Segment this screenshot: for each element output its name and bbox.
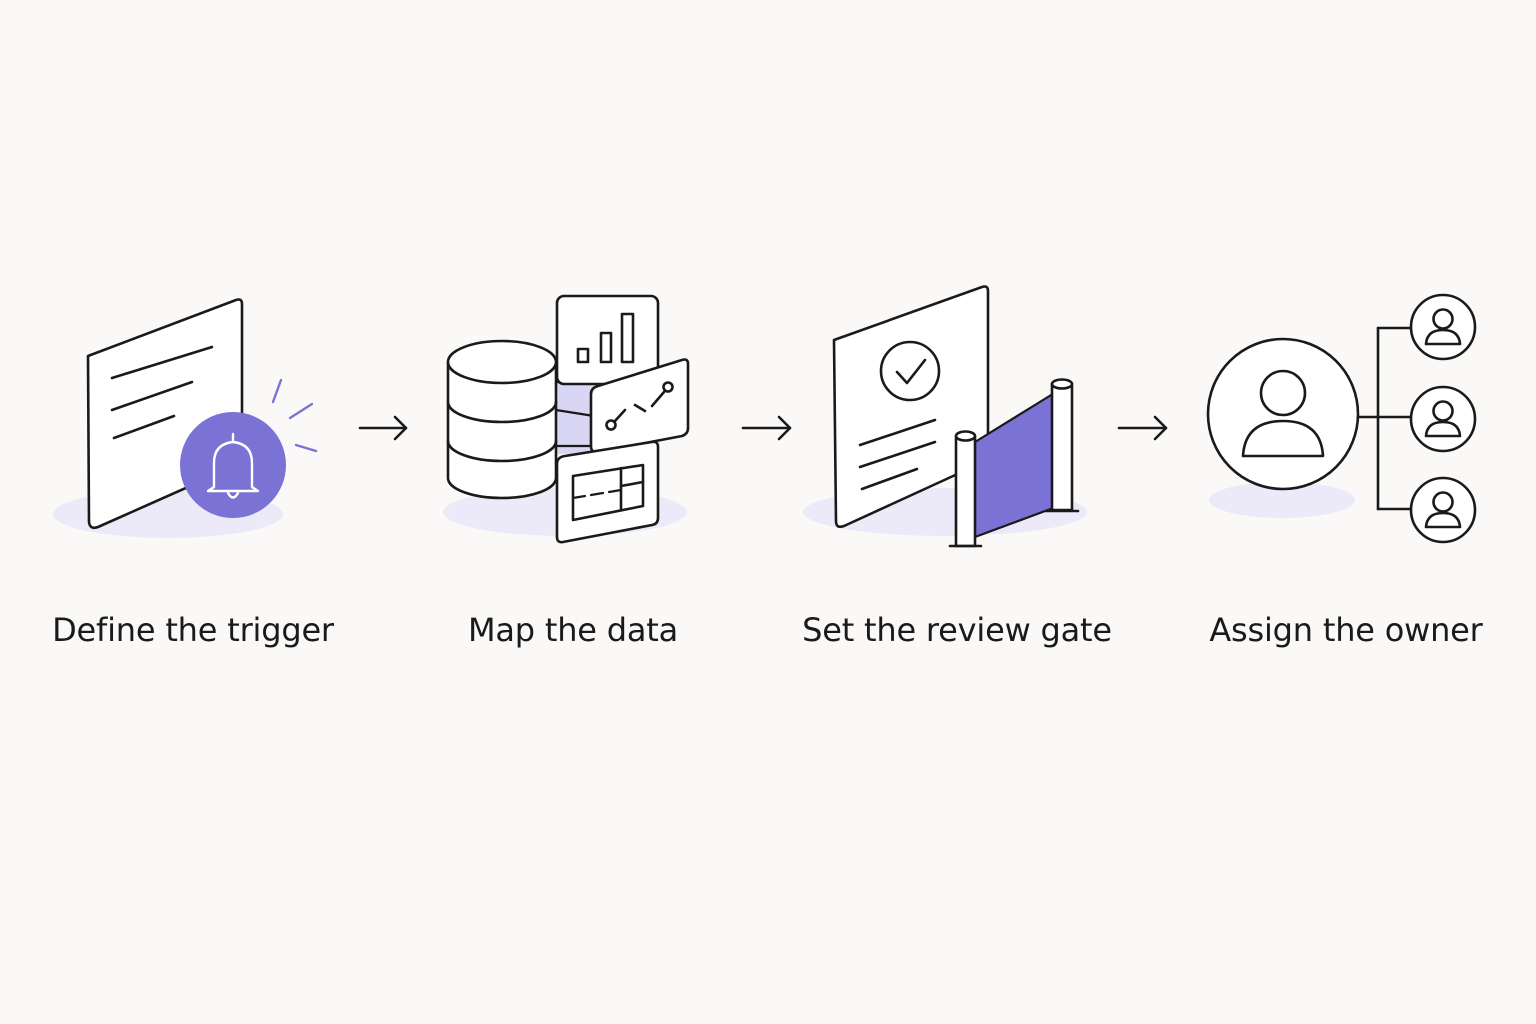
bell-icon bbox=[180, 412, 286, 518]
arrow-right-icon bbox=[741, 415, 792, 441]
team-member-avatar-icon bbox=[1409, 476, 1477, 544]
tree-connector-lines bbox=[1356, 326, 1412, 511]
arrow-right-icon bbox=[1117, 415, 1168, 441]
step-4-illustration bbox=[1206, 293, 1477, 544]
step-2-illustration bbox=[443, 294, 690, 544]
step-3-illustration bbox=[803, 285, 1087, 548]
step-1-illustration bbox=[53, 298, 318, 538]
step-2-label: Map the data bbox=[467, 611, 679, 649]
team-member-avatar-icon bbox=[1409, 385, 1477, 453]
review-gate-icon bbox=[948, 378, 1080, 548]
line-chart-card-icon bbox=[589, 358, 690, 454]
arrow-right-icon bbox=[358, 415, 408, 441]
table-card-icon bbox=[555, 440, 660, 544]
database-icon bbox=[446, 339, 558, 500]
step-4-label: Assign the owner bbox=[1209, 611, 1483, 649]
team-member-avatar-icon bbox=[1409, 293, 1477, 361]
ring-lines-icon bbox=[271, 378, 318, 453]
step-3-label: Set the review gate bbox=[802, 611, 1112, 649]
step-1-label: Define the trigger bbox=[52, 611, 334, 649]
step-4-shadow bbox=[1209, 482, 1355, 518]
owner-avatar-icon bbox=[1206, 337, 1360, 491]
